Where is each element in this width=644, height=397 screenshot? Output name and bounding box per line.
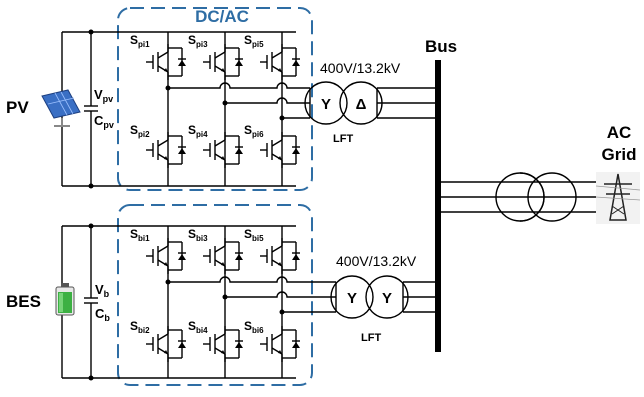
switch-pi5 — [259, 43, 301, 81]
svg-text:Y: Y — [382, 290, 392, 307]
switch-label-pi5: Spi5 — [244, 33, 264, 49]
bes-cap-name: Cb — [95, 306, 110, 323]
power-tower-icon — [595, 172, 641, 224]
switch-pi1 — [145, 43, 187, 81]
switch-label-pi6: Spi6 — [244, 123, 264, 139]
battery-icon — [55, 283, 75, 316]
switch-label-bi4: Sbi4 — [188, 319, 208, 335]
pv-label: PV — [6, 98, 29, 117]
pv-cap-voltage: Vpv — [94, 87, 113, 104]
grid-section: AC Grid — [441, 123, 641, 224]
switch-pi3 — [202, 43, 244, 81]
switch-bi4 — [202, 325, 244, 363]
switch-bi3 — [202, 237, 244, 275]
switch-pi2 — [145, 131, 187, 169]
switch-bi6 — [259, 325, 301, 363]
pv-cap-name: Cpv — [94, 113, 114, 130]
grid-label-line1: AC — [607, 123, 632, 142]
switch-label-pi3: Spi3 — [188, 33, 208, 49]
transformer-bes: Y Y — [330, 275, 409, 319]
switch-pi4 — [202, 131, 244, 169]
grid-label-line2: Grid — [602, 145, 637, 164]
svg-text:Y: Y — [321, 96, 331, 113]
pv-section: DC/AC PV Vpv Cpv — [6, 7, 436, 191]
bes-transformer-name: LFT — [361, 332, 381, 344]
dcac-box-pv — [117, 7, 313, 191]
switch-bi2 — [145, 325, 187, 363]
bes-section: BES Vb Cb Sbi1 Sbi3 Sbi5 Sbi2 Sbi4 Sbi6 — [6, 204, 436, 386]
switch-bi5 — [259, 237, 301, 275]
switch-bi1 — [145, 237, 187, 275]
pv-transformer-rating: 400V/13.2kV — [320, 60, 401, 76]
svg-text:Δ: Δ — [356, 96, 367, 113]
switch-label-pi4: Spi4 — [188, 123, 208, 139]
bes-label: BES — [6, 292, 41, 311]
switch-label-bi1: Sbi1 — [130, 227, 150, 243]
bes-transformer-rating: 400V/13.2kV — [336, 253, 417, 269]
bus-label: Bus — [425, 37, 457, 56]
switch-label-bi2: Sbi2 — [130, 319, 150, 335]
switch-pi6 — [259, 131, 301, 169]
solar-panel-icon — [41, 89, 81, 127]
dcac-title: DC/AC — [195, 7, 249, 26]
switch-label-bi3: Sbi3 — [188, 227, 208, 243]
dcac-box-bes — [117, 204, 313, 386]
switch-label-bi5: Sbi5 — [244, 227, 264, 243]
svg-text:Y: Y — [347, 290, 357, 307]
transformer-pv: Y Δ — [304, 81, 383, 125]
switch-label-pi2: Spi2 — [130, 123, 150, 139]
switch-label-pi1: Spi1 — [130, 33, 150, 49]
pv-transformer-name: LFT — [333, 133, 353, 145]
bes-cap-voltage: Vb — [95, 282, 110, 299]
switch-label-bi6: Sbi6 — [244, 319, 264, 335]
